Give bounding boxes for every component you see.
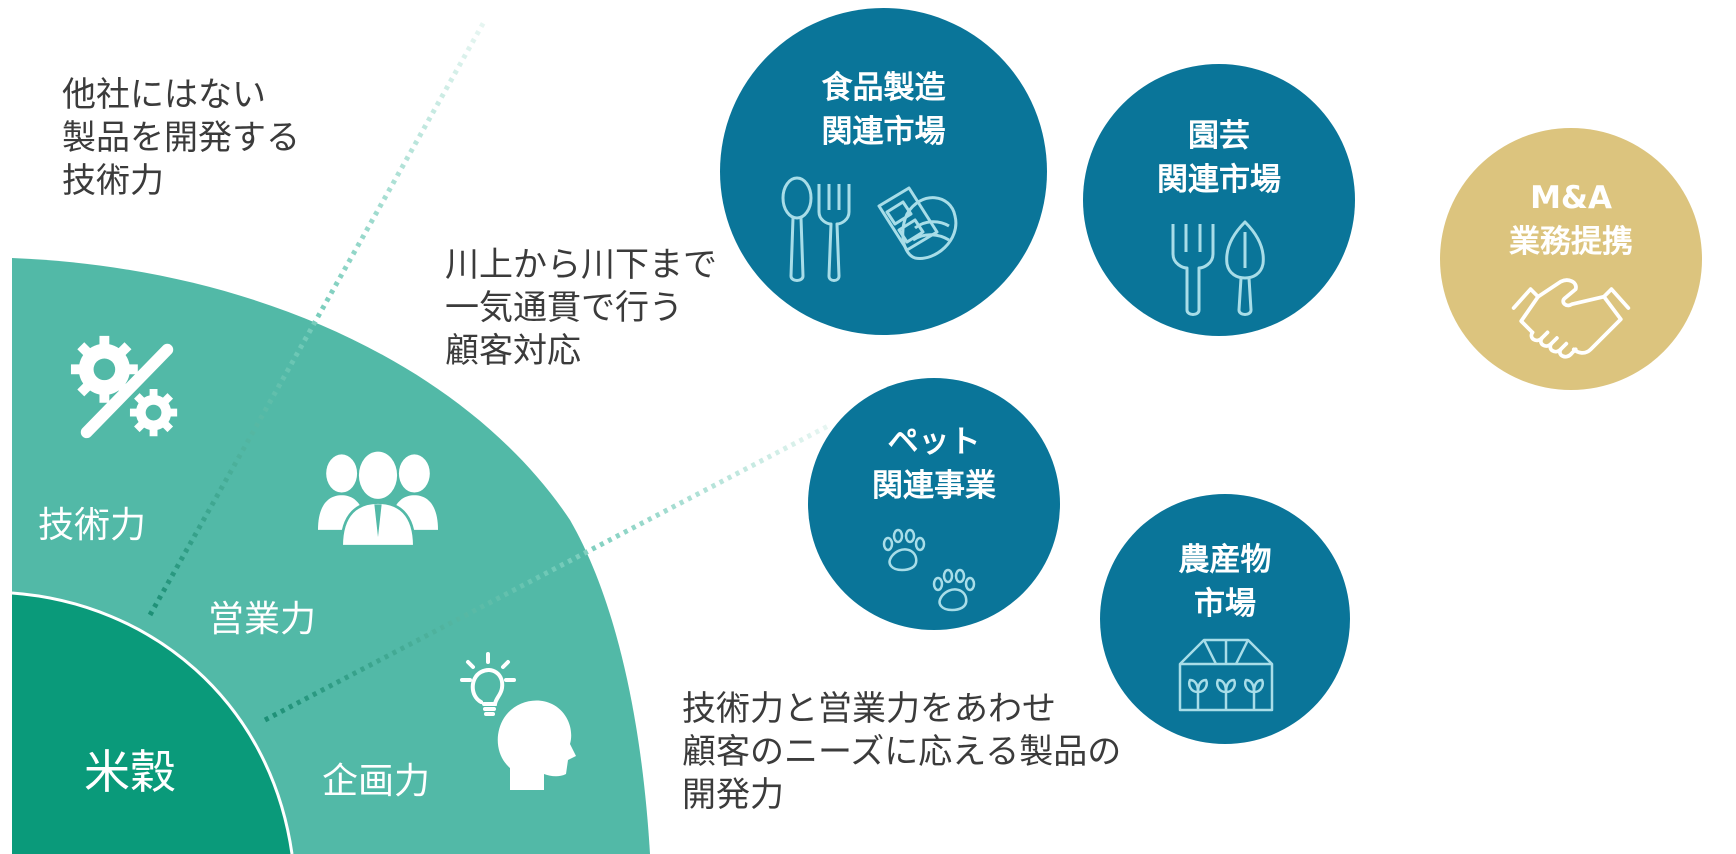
fork-trowel-icon <box>1171 220 1265 316</box>
market-pet-line-2: 関連事業 <box>872 468 996 504</box>
greenhouse-icon <box>1178 638 1274 712</box>
note-technology: 他社にはない製品を開発する技術力 <box>62 75 300 201</box>
label-technology: 技術力 <box>38 505 147 546</box>
connector-line-technology <box>147 18 488 617</box>
market-food-line-2: 関連市場 <box>821 114 946 150</box>
market-agri: 農産物 市場 <box>1100 494 1350 744</box>
label-planning: 企画力 <box>322 761 431 802</box>
people-group-icon <box>318 451 438 548</box>
connector-line-planning <box>263 422 832 723</box>
market-food: 食品製造 関連市場 <box>720 8 1047 335</box>
label-core: 米穀 <box>84 745 176 799</box>
market-ma-line-1: M&A <box>1530 180 1612 216</box>
spoon-fork-chocolate-icon <box>781 176 958 282</box>
handshake-icon <box>1511 278 1631 359</box>
note-customer: 川上から川下まで一気通貫で行う顧客対応 <box>445 245 717 371</box>
gears-wrench-icon <box>70 335 178 439</box>
market-garden-line-1: 園芸 <box>1188 118 1250 154</box>
market-garden-line-2: 関連市場 <box>1157 162 1281 198</box>
note-planning: 技術力と営業力をあわせ顧客のニーズに応える製品の開発力 <box>682 689 1122 815</box>
market-pet-line-1: ペット <box>887 424 981 460</box>
market-ma: M&A 業務提携 <box>1440 128 1702 390</box>
market-ma-line-2: 業務提携 <box>1509 224 1633 260</box>
market-food-line-1: 食品製造 <box>821 70 946 106</box>
paw-prints-icon <box>882 528 976 612</box>
head-lightbulb-icon <box>460 652 576 790</box>
market-agri-line-2: 市場 <box>1194 586 1256 622</box>
core-quarter <box>12 593 292 854</box>
core-boundary <box>11 591 294 854</box>
market-garden: 園芸 関連市場 <box>1083 64 1355 336</box>
market-pet: ペット 関連事業 <box>808 378 1060 630</box>
market-agri-line-1: 農産物 <box>1178 542 1272 578</box>
label-sales: 営業力 <box>208 599 317 640</box>
